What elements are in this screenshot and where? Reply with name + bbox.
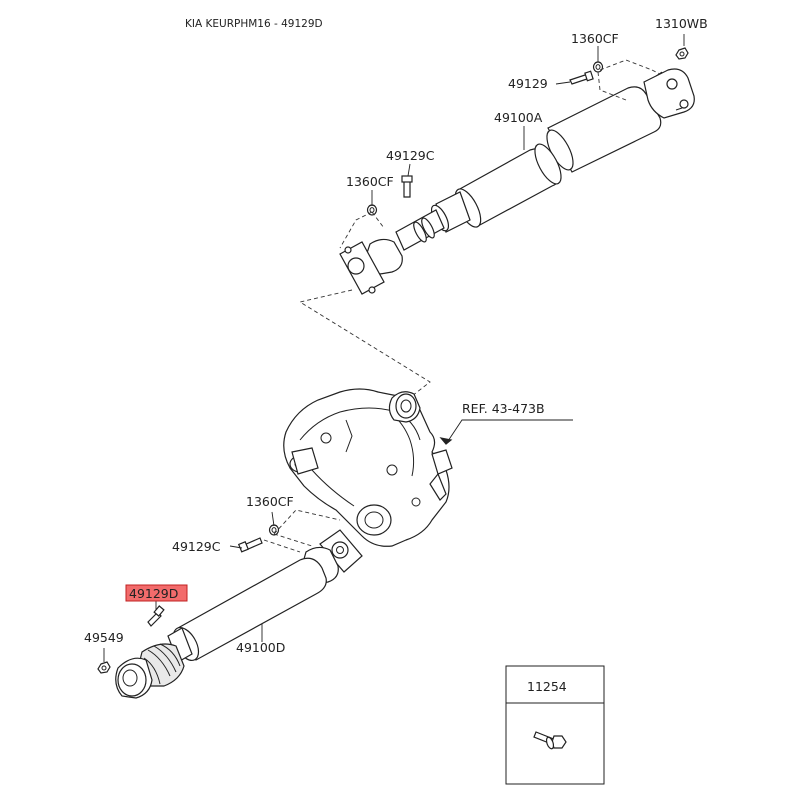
mid-washer-1360cf[interactable] (366, 204, 378, 216)
inset-11254[interactable]: 11254 (505, 665, 605, 785)
label-11254: 11254 (527, 679, 567, 694)
highlighted-bolt-49129d[interactable] (147, 605, 165, 627)
upper-nut-1310wb[interactable] (675, 47, 689, 60)
lower-propeller-shaft[interactable] (115, 529, 363, 699)
low-washer-1360cf[interactable] (268, 524, 280, 536)
label-49100a: 49100A (494, 110, 543, 125)
boot-nut-49549[interactable] (97, 661, 111, 674)
upper-bolt-49129[interactable] (569, 70, 594, 85)
diagram-title: KIA KEURPHM16 - 49129D (185, 18, 323, 30)
label-ref-43-473b: REF. 43-473B (462, 401, 545, 416)
mid-bolt-49129c[interactable] (401, 175, 413, 198)
inset-bolt-icon (533, 731, 567, 750)
upper-washer-1360cf[interactable] (592, 61, 604, 73)
label-49129d: 49129D (129, 586, 178, 601)
label-49129c-low: 49129C (172, 539, 221, 554)
label-1360cf-top: 1360CF (571, 31, 619, 46)
label-1360cf-low: 1360CF (246, 494, 294, 509)
label-49129: 49129 (508, 76, 548, 91)
label-49549: 49549 (84, 630, 124, 645)
low-bolt-49129c[interactable] (237, 537, 263, 553)
label-49129c-mid: 49129C (386, 148, 435, 163)
highlighted-part-label[interactable]: 49129D (125, 584, 188, 602)
label-49100d: 49100D (236, 640, 285, 655)
label-1360cf-mid: 1360CF (346, 174, 394, 189)
upper-propeller-shaft[interactable] (339, 68, 695, 295)
transfer-case[interactable] (283, 388, 453, 547)
label-1310wb: 1310WB (655, 16, 708, 31)
